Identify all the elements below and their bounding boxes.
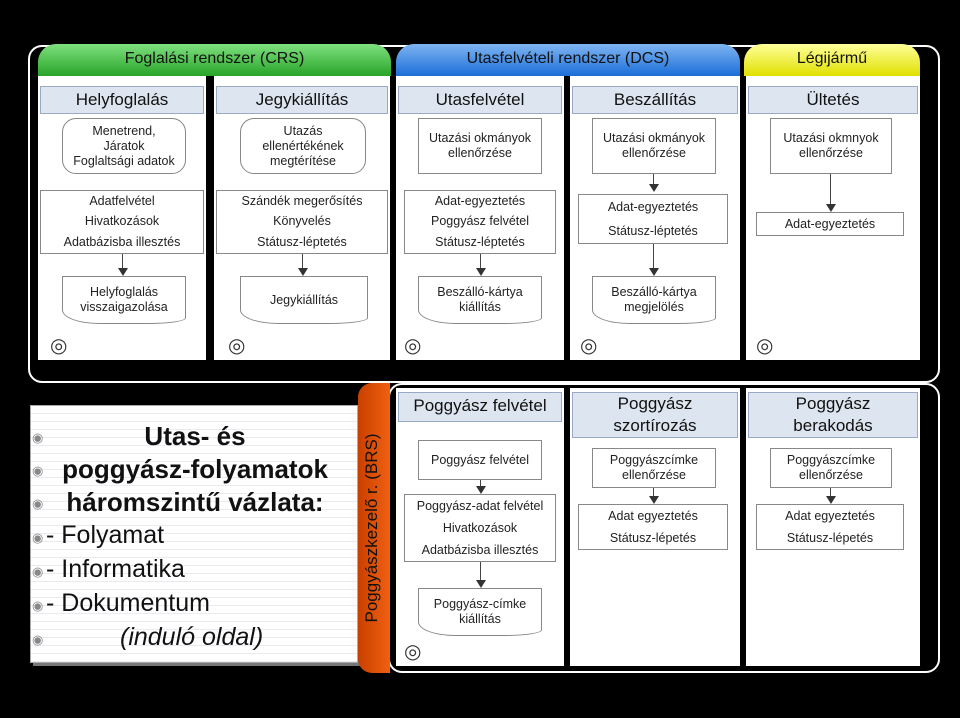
notes-item-dokumentum: - Dokumentum <box>46 589 210 617</box>
notes-title-line2: poggyász-folyamatok <box>62 454 328 484</box>
arrow-icon <box>476 486 486 494</box>
connector <box>480 562 481 580</box>
bullet-icon: ◉ <box>32 496 44 511</box>
header-dcs: Utasfelvételi rendszer (DCS) <box>396 44 740 76</box>
notes-item-informatika: - Informatika <box>46 555 185 583</box>
bullet-icon: ◉ <box>32 598 44 613</box>
arrow-icon <box>298 268 308 276</box>
arrow-icon <box>826 204 836 212</box>
arrow-icon <box>476 580 486 588</box>
disk-document-icon: ◎ <box>756 335 774 357</box>
bullet-icon: ◉ <box>32 530 44 545</box>
disk-document-icon: ◎ <box>580 335 598 357</box>
connector <box>830 174 831 204</box>
arrow-icon <box>649 496 659 504</box>
arrow-icon <box>476 268 486 276</box>
bullet-icon: ◉ <box>32 463 44 478</box>
notes-title-line1: Utas- és <box>144 421 246 451</box>
bullet-icon: ◉ <box>32 564 44 579</box>
stage-beszallitas: Beszállítás <box>572 86 738 114</box>
notes-panel <box>30 405 358 663</box>
connector <box>830 488 831 496</box>
connector <box>122 254 123 268</box>
arrow-icon <box>826 496 836 504</box>
stage-ultetes: Ültetés <box>748 86 918 114</box>
arrow-icon <box>649 268 659 276</box>
notes-title-line3: háromszintű vázlata: <box>66 487 324 517</box>
arrow-icon <box>649 184 659 192</box>
stage-poggyasz-felvetel: Poggyász felvétel <box>398 392 562 422</box>
bullet-icon: ◉ <box>32 430 44 445</box>
arrow-icon <box>118 268 128 276</box>
connector <box>302 254 303 268</box>
document-box: Jegykiállítás <box>240 276 368 324</box>
header-aircraft: Légijármű <box>744 44 920 76</box>
connector <box>653 488 654 496</box>
brs-label-box <box>358 383 390 673</box>
process-box: Adat-egyeztetés <box>756 212 904 236</box>
connector <box>653 244 654 268</box>
stage-utasfelvetel: Utasfelvétel <box>398 86 562 114</box>
bullet-icon: ◉ <box>32 632 44 647</box>
connector <box>653 174 654 184</box>
header-crs: Foglalási rendszer (CRS) <box>38 44 391 76</box>
notes-subtitle: (induló oldal) <box>120 623 264 651</box>
disk-document-icon: ◎ <box>228 335 246 357</box>
disk-document-icon: ◎ <box>404 335 422 357</box>
stage-jegykiallitas: Jegykiállítás <box>216 86 388 114</box>
stage-helyfoglalas: Helyfoglalás <box>40 86 204 114</box>
brs-label: Poggyászkezelő r. (BRS) <box>362 433 381 623</box>
notes-item-folyamat: - Folyamat <box>46 521 165 549</box>
connector <box>480 480 481 486</box>
input-box: Poggyász felvétel <box>418 440 542 480</box>
connector <box>480 254 481 268</box>
disk-document-icon: ◎ <box>50 335 68 357</box>
disk-document-icon: ◎ <box>404 641 422 663</box>
